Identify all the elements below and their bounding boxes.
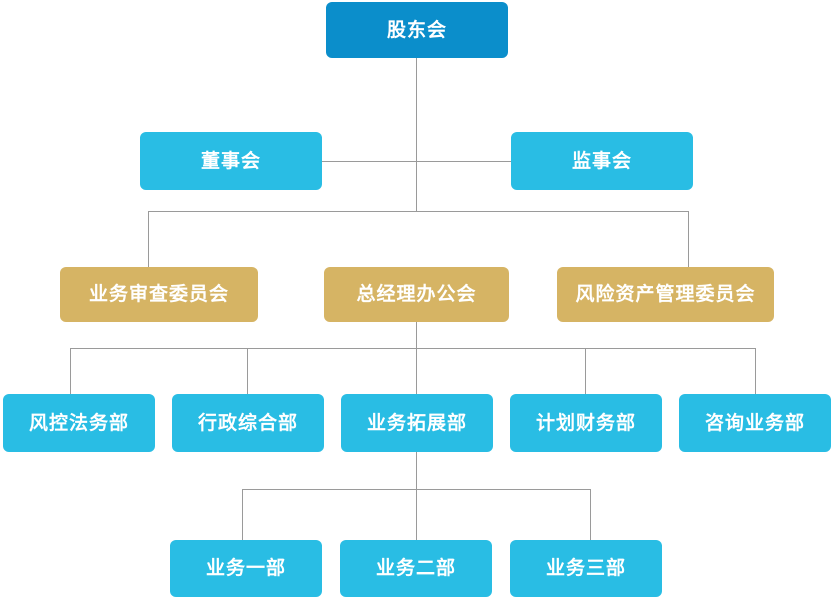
connector-bizdev-stem xyxy=(416,452,417,490)
connector-level3-drop-left xyxy=(148,211,149,267)
connector-level4-bus xyxy=(70,348,755,349)
org-node-risk-asset-management-committee[interactable]: 风险资产管理委员会 xyxy=(557,267,774,322)
org-node-business-unit-3[interactable]: 业务三部 xyxy=(510,540,662,597)
org-node-planning-finance-dept[interactable]: 计划财务部 xyxy=(510,394,662,452)
org-node-business-unit-2[interactable]: 业务二部 xyxy=(340,540,492,597)
org-node-business-unit-1[interactable]: 业务一部 xyxy=(170,540,322,597)
org-node-consulting-business-dept[interactable]: 咨询业务部 xyxy=(679,394,831,452)
connector-level3-drop-right xyxy=(688,211,689,267)
org-node-board-of-supervisors[interactable]: 监事会 xyxy=(511,132,693,190)
connector-level4-drop-1 xyxy=(70,348,71,394)
org-node-risk-control-legal-dept[interactable]: 风控法务部 xyxy=(3,394,155,452)
org-node-administrative-general-dept[interactable]: 行政综合部 xyxy=(172,394,324,452)
connector-level4-drop-2 xyxy=(247,348,248,394)
org-node-business-development-dept[interactable]: 业务拓展部 xyxy=(341,394,493,452)
connector-level5-drop-3 xyxy=(590,489,591,540)
org-node-board-of-directors[interactable]: 董事会 xyxy=(140,132,322,190)
connector-level5-drop-2 xyxy=(416,489,417,540)
connector-level4-drop-3 xyxy=(416,348,417,394)
org-node-business-review-committee[interactable]: 业务审查委员会 xyxy=(60,267,258,322)
connector-level4-drop-5 xyxy=(755,348,756,394)
connector-level5-drop-1 xyxy=(242,489,243,540)
connector-level3-bus xyxy=(148,211,689,212)
org-node-shareholders-meeting[interactable]: 股东会 xyxy=(326,2,508,58)
connector-root-stem xyxy=(416,58,417,212)
connector-gm-stem xyxy=(416,322,417,349)
org-node-general-manager-office-meeting[interactable]: 总经理办公会 xyxy=(324,267,509,322)
connector-level4-drop-4 xyxy=(585,348,586,394)
connector-level2-bar xyxy=(322,161,511,162)
